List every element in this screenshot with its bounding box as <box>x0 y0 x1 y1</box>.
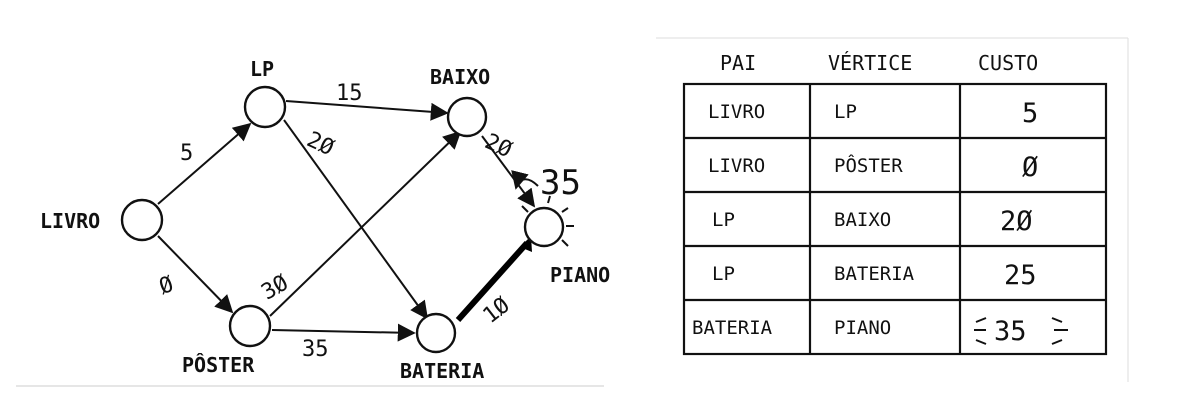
table-row-5-custo: 35 <box>994 316 1027 347</box>
weight-lp-bateria: 2Ø <box>303 127 338 161</box>
table-row-1-vertice: LP <box>834 101 857 123</box>
node-label-piano: PIANO <box>550 263 610 287</box>
edge-poster-baixo <box>269 130 462 317</box>
weighted-graph: LIVRO LP PÔSTER BAIXO BATERIA PIANO 5 Ø … <box>16 57 610 387</box>
weight-livro-poster: Ø <box>156 272 177 300</box>
weight-poster-bateria: 35 <box>302 337 329 362</box>
weight-baixo-piano: 2Ø <box>481 129 516 163</box>
edge-livro-poster <box>157 235 234 314</box>
table-row-3-custo: 2Ø <box>1000 206 1033 237</box>
table-row-2-vertice: PÔSTER <box>834 153 903 177</box>
table-row-2-pai: LIVRO <box>708 155 765 177</box>
node-poster <box>228 304 272 348</box>
table-row-4-custo: 25 <box>1004 260 1037 291</box>
node-livro <box>120 198 164 242</box>
table-row-5-pai: BATERIA <box>692 317 773 339</box>
node-lp <box>243 85 287 129</box>
table-row-4-vertice: BATERIA <box>834 263 915 285</box>
table-row-5-vertice: PIANO <box>834 317 891 339</box>
table-row-3-pai: LP <box>712 209 735 231</box>
table-row-4-pai: LP <box>712 263 735 285</box>
node-label-lp: LP <box>250 57 274 81</box>
table-row-1-custo: 5 <box>1022 98 1038 129</box>
table-header-custo: CUSTO <box>978 51 1038 75</box>
edge-livro-lp <box>157 122 252 205</box>
node-label-bateria: BATERIA <box>400 359 484 383</box>
edge-baixo-piano <box>481 135 536 208</box>
table-header-vertice: VÉRTICE <box>828 51 912 75</box>
weight-lp-baixo: 15 <box>336 81 363 106</box>
weight-bateria-piano: 1Ø <box>479 293 515 329</box>
parents-cost-table: PAI VÉRTICE CUSTO LIVRO LP 5 LIVRO PÔSTE… <box>656 37 1129 382</box>
node-bateria <box>415 312 457 354</box>
table-row-2-custo: Ø <box>1022 152 1038 183</box>
table-outer-border <box>682 82 1108 356</box>
node-label-poster: PÔSTER <box>182 353 255 377</box>
node-piano <box>523 206 565 248</box>
table-row-3-vertice: BAIXO <box>834 209 891 231</box>
edge-bateria-piano-highlighted <box>455 240 530 323</box>
node-label-livro: LIVRO <box>40 209 100 233</box>
edge-lp-baixo <box>285 100 449 121</box>
weight-livro-lp: 5 <box>180 141 193 166</box>
cost-note-arrow <box>511 170 539 190</box>
table-header-pai: PAI <box>720 51 756 75</box>
edge-lp-bateria <box>283 119 429 320</box>
edge-poster-bateria <box>271 323 416 342</box>
piano-cost-note: 35 <box>540 163 581 203</box>
node-label-baixo: BAIXO <box>430 65 490 89</box>
table-row-1-pai: LIVRO <box>708 101 765 123</box>
piano-highlight-sparkles <box>521 195 574 247</box>
node-baixo <box>446 96 488 138</box>
row-5-cost-sparkles <box>974 317 1068 345</box>
